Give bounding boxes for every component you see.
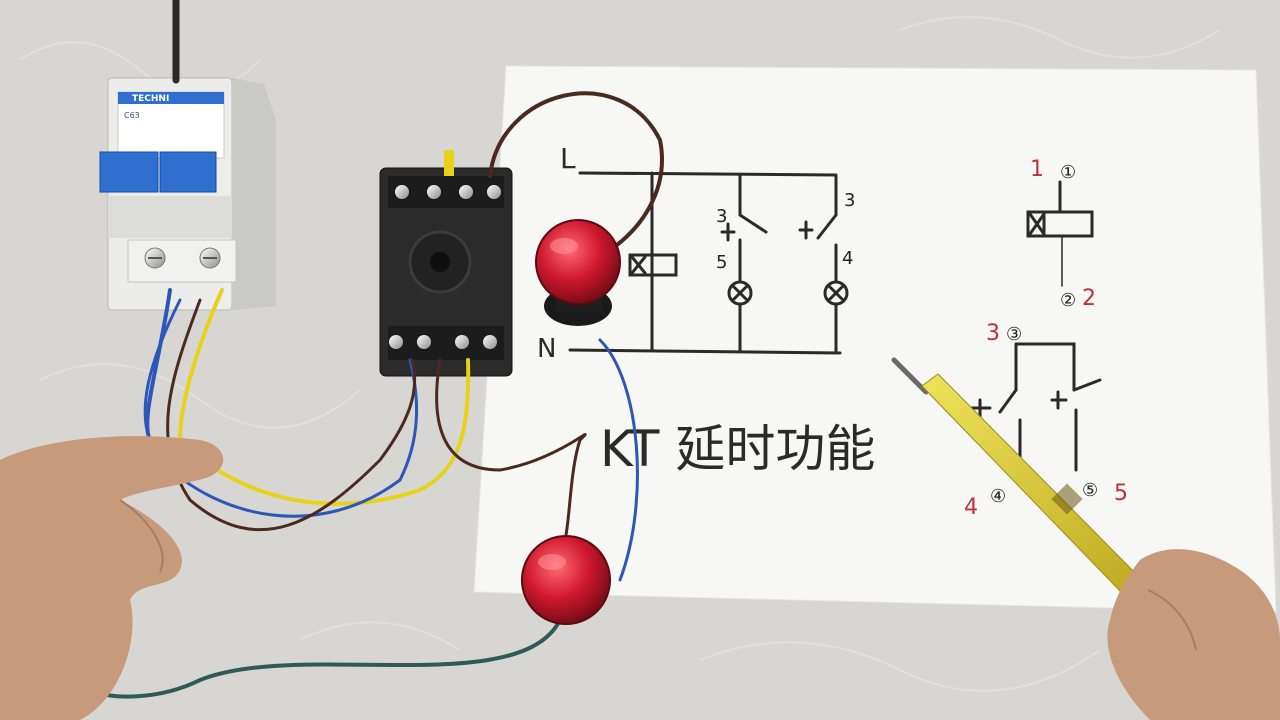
diagram-title: KT 延时功能 xyxy=(600,420,875,478)
circuit-breaker: TECHNI C63 xyxy=(99,77,276,311)
contact-4-right-label: 4 xyxy=(842,248,853,269)
contact-5-left-label: 5 xyxy=(716,252,727,273)
indicator-lamp-bottom xyxy=(521,535,611,625)
switch-pin-4-circled: ④ xyxy=(990,486,1006,507)
right-hand xyxy=(1107,549,1280,720)
coil-pin-1-circled: ① xyxy=(1060,162,1076,183)
coil-pin-2-label: 2 xyxy=(1082,286,1096,311)
coil-pin-1-label: 1 xyxy=(1030,157,1044,182)
coil-symbol xyxy=(628,253,678,277)
switch-pin-3-label: 3 xyxy=(986,321,1000,346)
coil-detail-symbol xyxy=(1026,210,1094,238)
contact-3-left-label: 3 xyxy=(716,206,727,227)
breaker-toggle-left[interactable] xyxy=(99,151,159,193)
relay-socket xyxy=(379,150,513,377)
paper-sheet xyxy=(473,65,1277,613)
switch-pin-5-circled: ⑤ xyxy=(1082,480,1098,501)
contact-3-right-label: 3 xyxy=(844,190,855,211)
switch-pin-3-circled: ③ xyxy=(1006,324,1022,345)
line-label: L xyxy=(560,142,576,175)
wires xyxy=(88,0,664,699)
neutral-label: N xyxy=(537,334,556,364)
breaker-toggle-right[interactable] xyxy=(159,151,217,193)
circuit-diagram: L N 3 5 3 4 1 ① xyxy=(537,142,1128,520)
indicator-lamp-top xyxy=(535,219,621,326)
breaker-brand: TECHNI xyxy=(132,94,169,104)
breaker-rating: C63 xyxy=(124,111,140,120)
switch-pin-5-label: 5 xyxy=(1114,481,1128,506)
switch-pin-4-label: 4 xyxy=(964,495,978,520)
left-hand xyxy=(0,436,224,720)
coil-pin-2-circled: ② xyxy=(1060,290,1076,311)
